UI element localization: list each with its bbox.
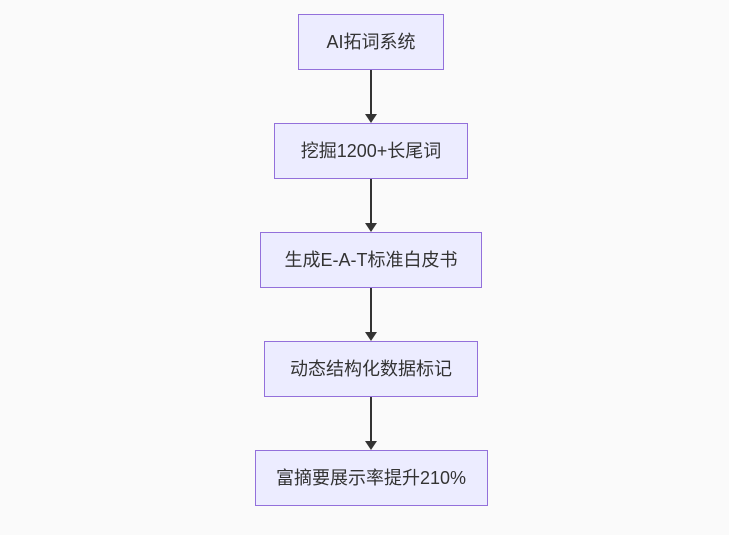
flow-edge-4-5 bbox=[365, 397, 377, 450]
arrowhead-down-icon bbox=[365, 114, 377, 123]
flow-node-eat-whitepaper: 生成E-A-T标准白皮书 bbox=[260, 232, 482, 288]
flow-node-label: 富摘要展示率提升210% bbox=[275, 468, 467, 488]
flow-node-label: 动态结构化数据标记 bbox=[290, 359, 452, 379]
flow-node-label: 生成E-A-T标准白皮书 bbox=[284, 250, 458, 270]
edge-line bbox=[370, 70, 372, 114]
edge-line bbox=[370, 288, 372, 332]
flow-node-rich-snippet-uplift: 富摘要展示率提升210% bbox=[254, 450, 488, 506]
arrowhead-down-icon bbox=[365, 441, 377, 450]
flow-node-structured-data-markup: 动态结构化数据标记 bbox=[264, 341, 478, 397]
flow-node-label: 挖掘1200+长尾词 bbox=[300, 141, 442, 161]
flow-node-ai-keyword-system: AI拓词系统 bbox=[298, 14, 444, 70]
flow-edge-1-2 bbox=[365, 70, 377, 123]
edge-line bbox=[370, 397, 372, 441]
arrowhead-down-icon bbox=[365, 223, 377, 232]
flow-edge-2-3 bbox=[365, 179, 377, 232]
flow-edge-3-4 bbox=[365, 288, 377, 341]
flow-node-longtail-mining: 挖掘1200+长尾词 bbox=[274, 123, 468, 179]
edge-line bbox=[370, 179, 372, 223]
flow-node-label: AI拓词系统 bbox=[326, 32, 416, 52]
arrowhead-down-icon bbox=[365, 332, 377, 341]
flowchart-column: AI拓词系统 挖掘1200+长尾词 生成E-A-T标准白皮书 动态结构化数据标记 bbox=[254, 14, 488, 506]
